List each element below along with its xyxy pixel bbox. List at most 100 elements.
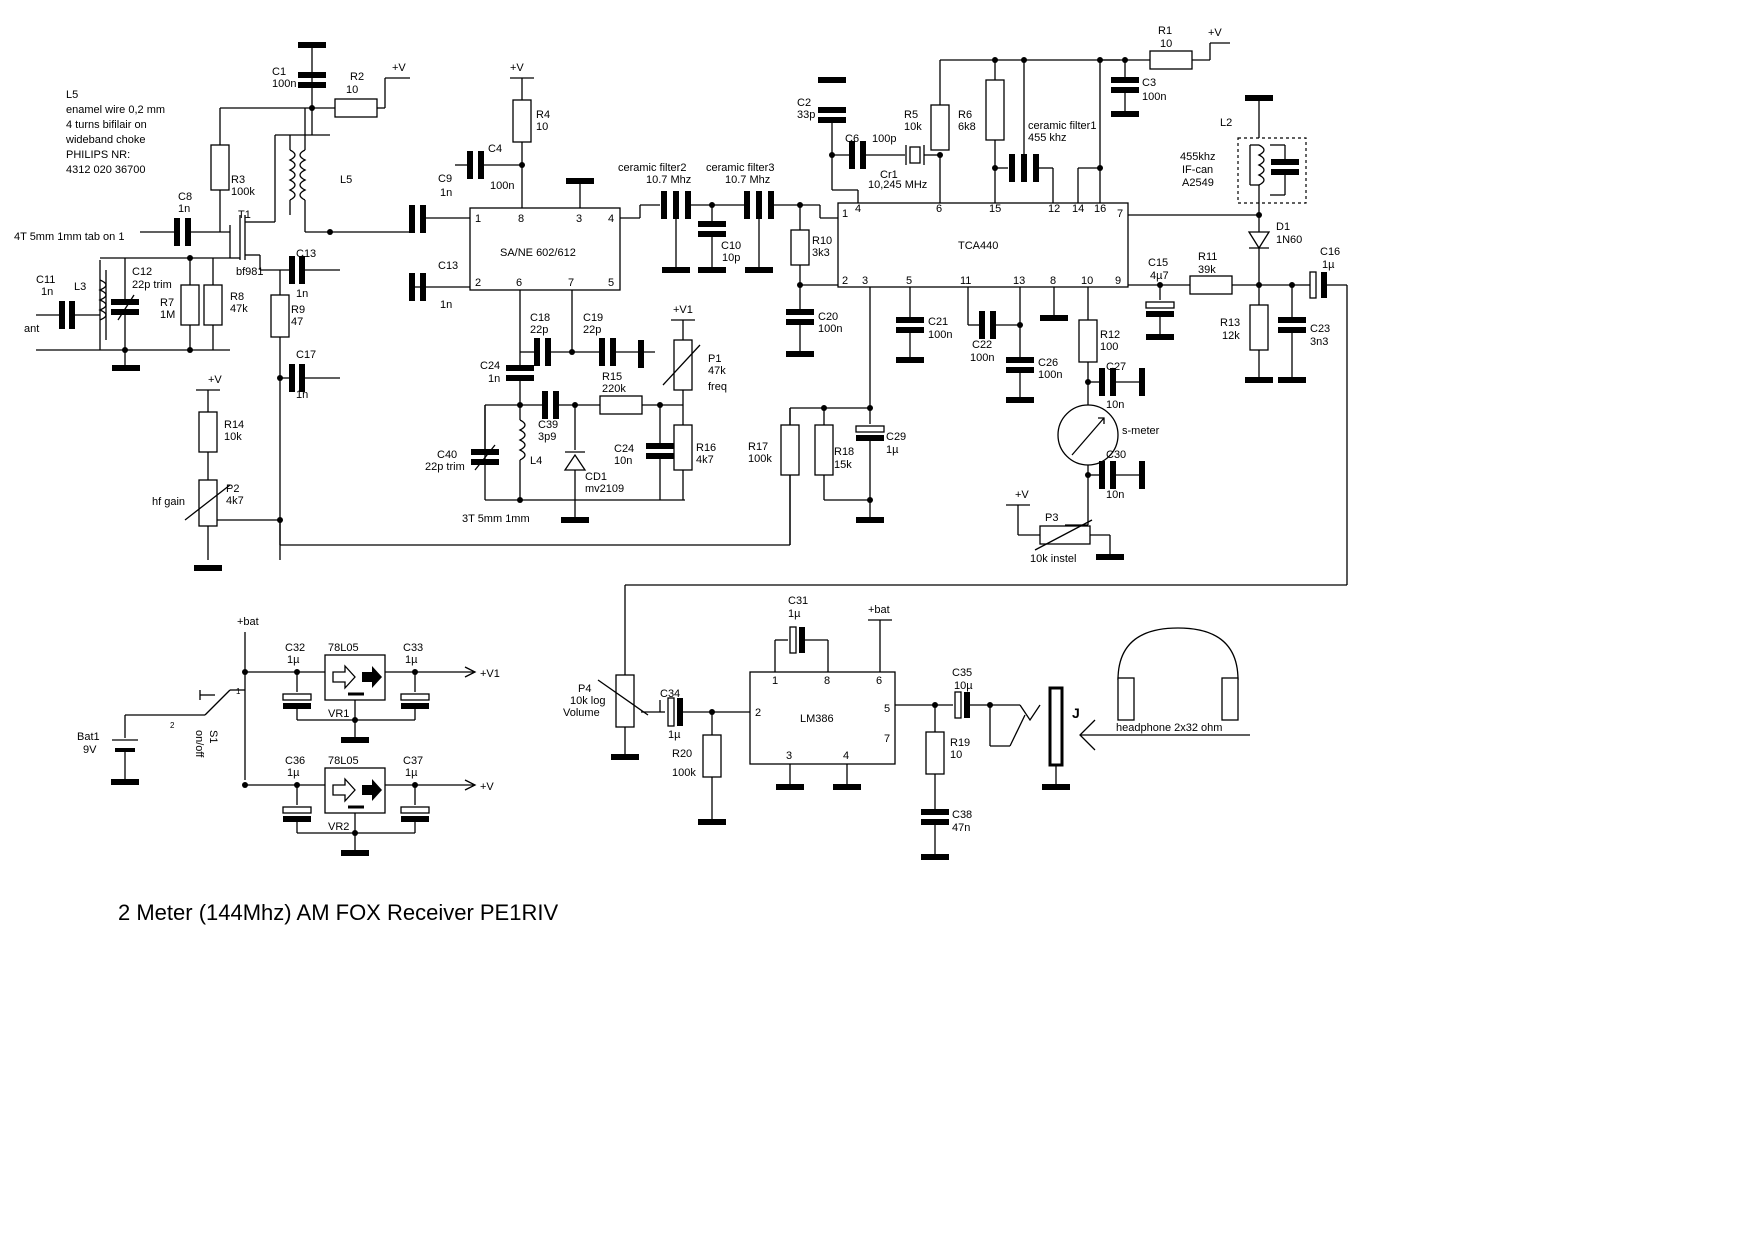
c3-value: 100n [1142, 91, 1166, 103]
freq-label: freq [708, 381, 727, 393]
c15-ref: C15 [1148, 257, 1168, 269]
r18-ref: R18 [834, 446, 854, 458]
c1-ref: C1 [272, 66, 286, 78]
s1-pin: 2 [170, 721, 175, 730]
r3-ref: R3 [231, 174, 245, 186]
r18-value: 15k [834, 459, 852, 471]
r11-ref: R11 [1198, 251, 1217, 263]
p2-value: 4k7 [226, 495, 244, 507]
r13-value: 12k [1222, 330, 1240, 342]
c9-value: 1n [440, 187, 452, 199]
tca440-pin: 8 [1050, 275, 1056, 287]
c13a-value: 1n [296, 288, 308, 300]
tca440-pin: 16 [1094, 203, 1106, 215]
c24a-ref: C24 [480, 360, 500, 372]
diagram-title: 2 Meter (144Mhz) AM FOX Receiver PE1RIV [118, 900, 558, 925]
c23-ref: C23 [1310, 323, 1330, 335]
c6-value: 100p [872, 133, 896, 145]
l5-note: L5 enamel wire 0,2 mm 4 turns bifilair o… [65, 89, 165, 176]
tca440-pin: 14 [1072, 203, 1084, 215]
r15-value: 220k [602, 383, 626, 395]
c29-value: 1µ [886, 444, 899, 456]
c38-ref: C38 [952, 809, 972, 821]
c31-value: 1µ [788, 608, 801, 620]
lm386-label: LM386 [800, 713, 834, 725]
c4-ref: C4 [488, 143, 502, 155]
c34-ref: C34 [660, 688, 680, 700]
p4-ref: P4 [578, 683, 591, 695]
c36-ref: C36 [285, 755, 305, 767]
t1-ref: T1 [238, 209, 251, 221]
tca440-pin: 15 [989, 203, 1001, 215]
c27-value: 10n [1106, 399, 1124, 411]
c24b-value: 10n [614, 455, 632, 467]
r7-value: 1M [160, 309, 175, 321]
sa602-pin: 2 [475, 277, 481, 289]
c26-value: 100n [1038, 369, 1062, 381]
r17-ref: R17 [748, 441, 768, 453]
tca440-pin: 13 [1013, 275, 1025, 287]
r12-value: 100 [1100, 341, 1118, 353]
l4-note: 3T 5mm 1mm [462, 513, 530, 525]
c39-ref: C39 [538, 419, 558, 431]
lm386-pins: 1 8 6 2 5 7 3 4 [755, 675, 890, 762]
r10-ref: R10 [812, 235, 832, 247]
p3-value: 10k instel [1030, 553, 1076, 565]
cf2-label: ceramic filter2 [618, 162, 686, 174]
c17-ref: C17 [296, 349, 316, 361]
r14-ref: R14 [224, 419, 244, 431]
s1-value: on/off [193, 730, 205, 758]
rail-v1: +V1 [480, 668, 500, 680]
cd1-value: mv2109 [585, 483, 624, 495]
rail-v1: +V1 [673, 304, 693, 316]
c31-ref: C31 [788, 595, 808, 607]
l5-label: L5 [340, 174, 352, 186]
l5-note-line: wideband choke [65, 134, 146, 146]
c16-value: 1µ [1322, 259, 1335, 271]
r20-value: 100k [672, 767, 696, 779]
cf3-label: ceramic filter3 [706, 162, 774, 174]
c10-value: 10p [722, 252, 740, 264]
c11-value: 1n [41, 286, 53, 298]
c13b-ref: C13 [438, 260, 458, 272]
c17-value: 1n [296, 389, 308, 401]
c27-ref: C27 [1106, 361, 1126, 373]
r4-value: 10 [536, 121, 548, 133]
r6-ref: R6 [958, 109, 972, 121]
c8-ref: C8 [178, 191, 192, 203]
c20-value: 100n [818, 323, 842, 335]
c30-ref: C30 [1106, 449, 1126, 461]
r9-ref: R9 [291, 304, 305, 316]
rail-bat: +bat [868, 604, 890, 616]
ant-label: ant [24, 323, 39, 335]
ifcan-freq: 455khz [1180, 151, 1215, 163]
r19-ref: R19 [950, 737, 970, 749]
c24a-value: 1n [488, 373, 500, 385]
s1-pin: 1 [236, 687, 241, 696]
d1-ref: D1 [1276, 221, 1290, 233]
c37-ref: C37 [403, 755, 423, 767]
sa602-pin: 3 [576, 213, 582, 225]
c38-value: 47n [952, 822, 970, 834]
cf2-freq: 10.7 Mhz [646, 174, 691, 186]
r7-ref: R7 [160, 297, 174, 309]
tca440-pin: 3 [862, 275, 868, 287]
c23-value: 3n3 [1310, 336, 1328, 348]
r8-value: 47k [230, 303, 248, 315]
tca440-label: TCA440 [958, 240, 998, 252]
cr1-ref: Cr1 [880, 169, 898, 181]
sa602-pin: 1 [475, 213, 481, 225]
c13a-ref: C13 [296, 248, 316, 260]
c3-ref: C3 [1142, 77, 1156, 89]
c21-ref: C21 [928, 316, 948, 328]
c12-value: 22p trim [132, 279, 172, 291]
c40-value: 22p trim [425, 461, 465, 473]
r20-ref: R20 [672, 748, 692, 760]
r4-ref: R4 [536, 109, 550, 121]
rail-v: +V [1208, 27, 1222, 39]
component-labels: C1 100n R2 10 C8 1n R3 100k T1 bf981 C13… [36, 25, 1340, 834]
c36-value: 1µ [287, 767, 300, 779]
r19-value: 10 [950, 749, 962, 761]
jack-label: J [1072, 705, 1080, 721]
